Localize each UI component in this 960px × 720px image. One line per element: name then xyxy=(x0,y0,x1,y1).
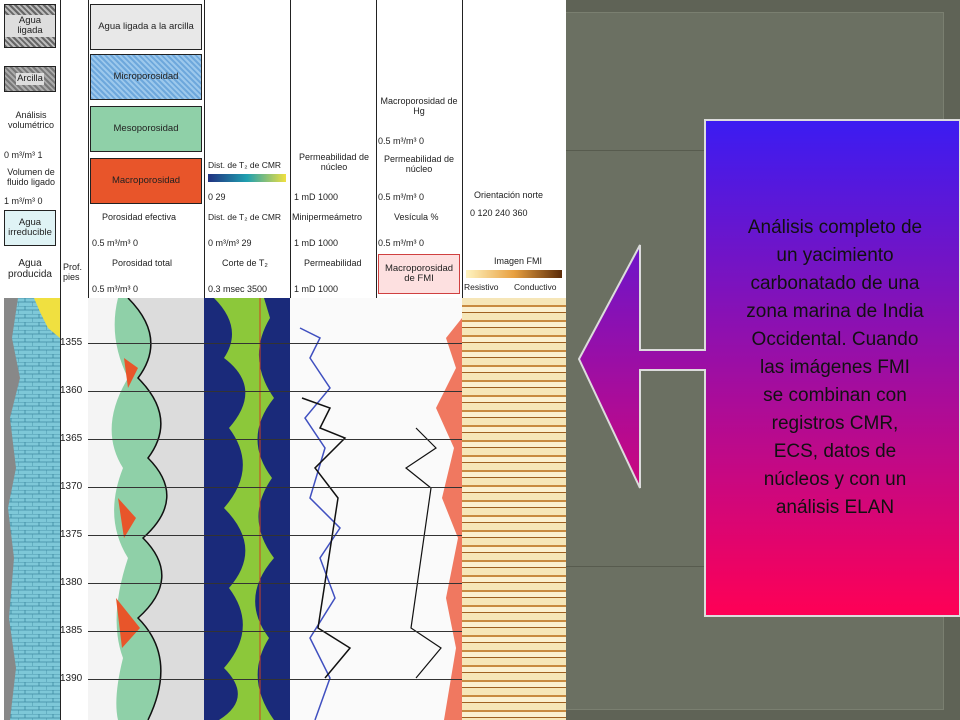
depth-label: 1375 xyxy=(60,529,83,540)
macro-label: Macroporosidad xyxy=(111,175,181,186)
macro-fmi-box: Macroporosidad de FMI xyxy=(378,254,460,294)
callout-line: Occidental. Cuando xyxy=(751,329,919,350)
callout-text: Análisis completo de un yacimiento carbona… xyxy=(710,214,960,522)
macroporosity-track xyxy=(376,298,462,720)
arcilla-label: Arcilla xyxy=(16,73,44,85)
vesicula-scale: 0.5 m³/m³ 0 xyxy=(378,238,425,248)
resistivo-label: Resistivo xyxy=(464,282,499,292)
orientacion-scale: 0 120 240 360 xyxy=(470,208,528,218)
depth-column: Prof. pies xyxy=(60,0,89,720)
analisis-volumetrico-label: Análisis volumétrico xyxy=(7,110,54,130)
well-log-figure: Agua ligada Arcilla Análisis volumétrico… xyxy=(0,0,566,720)
t2-scale1: 0 29 xyxy=(208,192,226,202)
depth-gridline xyxy=(88,535,462,536)
total-label: Porosidad total xyxy=(112,258,173,268)
permeability-column: Permeabilidad de núcleo 1 mD 1000 Minipe… xyxy=(290,0,377,720)
perm-nucleo-label: Permeabilidad de núcleo xyxy=(298,152,370,172)
macro-swatch: Macroporosidad xyxy=(90,158,202,204)
efectiva-scale: 0.5 m³/m³ 0 xyxy=(92,238,139,248)
agua-producida-label: Agua producida xyxy=(8,258,52,280)
macro-hg-label: Macroporosidad de Hg xyxy=(380,96,458,116)
arcilla-swatch: Arcilla xyxy=(4,66,56,92)
imagen-fmi-label: Imagen FMI xyxy=(494,256,543,266)
orientacion-label: Orientación norte xyxy=(474,190,544,200)
fmi-color-bar xyxy=(466,270,562,278)
perm-label: Permeabilidad xyxy=(304,258,362,268)
depth-label: 1370 xyxy=(60,481,83,492)
callout-line: ECS, datos de xyxy=(773,441,897,462)
t2-dist2-label: Dist. de T₂ de CMR xyxy=(208,212,282,222)
micro-label: Microporosidad xyxy=(113,71,179,82)
efectiva-label: Porosidad efectiva xyxy=(102,212,177,222)
corte-scale: 0.3 msec 3500 xyxy=(208,284,268,294)
macro-hg-scale: 0.5 m³/m³ 0 xyxy=(378,136,425,146)
t2-color-bar xyxy=(208,174,286,182)
t2-scale2: 0 m³/m³ 29 xyxy=(208,238,252,248)
depth-gridline xyxy=(88,391,462,392)
agua-irreducible-swatch: Agua irreducible xyxy=(4,210,56,246)
perm-nucleo-scale: 1 mD 1000 xyxy=(294,192,339,202)
total-scale: 0.5 m³/m³ 0 xyxy=(92,284,139,294)
miniperm-scale: 1 mD 1000 xyxy=(294,238,339,248)
corte-label: Corte de T₂ xyxy=(222,258,268,268)
prof-label: Prof. pies xyxy=(63,262,83,282)
conductivo-label: Conductivo xyxy=(514,282,557,292)
miniperm-label: Minipermeámetro xyxy=(292,212,363,222)
fmi-column: Orientación norte 0 120 240 360 Imagen F… xyxy=(462,0,566,720)
volumetrico-scale: 0 m³/m³ 1 xyxy=(4,150,43,160)
depth-gridline xyxy=(88,487,462,488)
callout: Análisis completo de un yacimiento carbona… xyxy=(578,118,960,618)
callout-line: registros CMR, xyxy=(771,413,899,434)
depth-gridline xyxy=(88,439,462,440)
ligada-arcilla-swatch: Agua ligada a la arcilla xyxy=(90,4,202,50)
callout-line: se combinan con xyxy=(763,385,907,406)
depth-gridline xyxy=(88,343,462,344)
macro-fmi-label: Macroporosidad de FMI xyxy=(384,263,454,284)
callout-line: carbonatado de una xyxy=(750,273,920,294)
depth-label: 1390 xyxy=(60,673,83,684)
depth-gridline xyxy=(88,631,462,632)
macro-perm-scale: 0.5 m³/m³ 0 xyxy=(378,192,425,202)
volumen-fluido-label: Volumen de fluido ligado xyxy=(6,167,56,187)
lithology-column: Agua ligada Arcilla Análisis volumétrico… xyxy=(0,0,61,720)
t2-dist1-label: Dist. de T₂ de CMR xyxy=(208,160,282,170)
callout-line: un yacimiento xyxy=(776,245,894,266)
fmi-image xyxy=(462,298,566,720)
t2-track xyxy=(204,298,290,720)
fluido-scale: 1 m³/m³ 0 xyxy=(4,196,43,206)
depth-label: 1385 xyxy=(60,625,83,636)
callout-line: núcleos y con un xyxy=(763,469,907,490)
depth-label: 1380 xyxy=(60,577,83,588)
micro-swatch: Microporosidad xyxy=(90,54,202,100)
agua-ligada-swatch: Agua ligada xyxy=(4,4,56,48)
lithology-track xyxy=(4,298,60,720)
perm-scale: 1 mD 1000 xyxy=(294,284,339,294)
depth-label: 1365 xyxy=(60,433,83,444)
depth-gridline xyxy=(88,679,462,680)
macroporosity-column: Macroporosidad de Hg 0.5 m³/m³ 0 Permeab… xyxy=(376,0,463,720)
meso-swatch: Mesoporosidad xyxy=(90,106,202,152)
depth-gridline xyxy=(88,583,462,584)
callout-line: Análisis completo de xyxy=(747,217,923,238)
depth-label: 1360 xyxy=(60,385,83,396)
callout-line: zona marina de India xyxy=(746,301,924,322)
porosity-track xyxy=(88,298,204,720)
meso-label: Mesoporosidad xyxy=(113,123,179,134)
callout-arrow-shape xyxy=(578,119,960,617)
depth-label: 1355 xyxy=(60,337,83,348)
t2-column: Dist. de T₂ de CMR 0 29 Dist. de T₂ de C… xyxy=(204,0,291,720)
ligada-arcilla-label: Agua ligada a la arcilla xyxy=(98,21,194,32)
callout-line: las imágenes FMI xyxy=(760,357,910,378)
agua-ligada-label: Agua ligada xyxy=(5,15,55,37)
permeability-track xyxy=(290,298,376,720)
porosity-column: Agua ligada a la arcilla Microporosidad … xyxy=(88,0,205,720)
vesicula-label: Vesícula % xyxy=(394,212,439,222)
callout-line: análisis ELAN xyxy=(775,497,895,518)
macro-perm-nucleo-label: Permeabilidad de núcleo xyxy=(383,154,455,174)
agua-irreducible-label: Agua irreducible xyxy=(8,217,52,238)
